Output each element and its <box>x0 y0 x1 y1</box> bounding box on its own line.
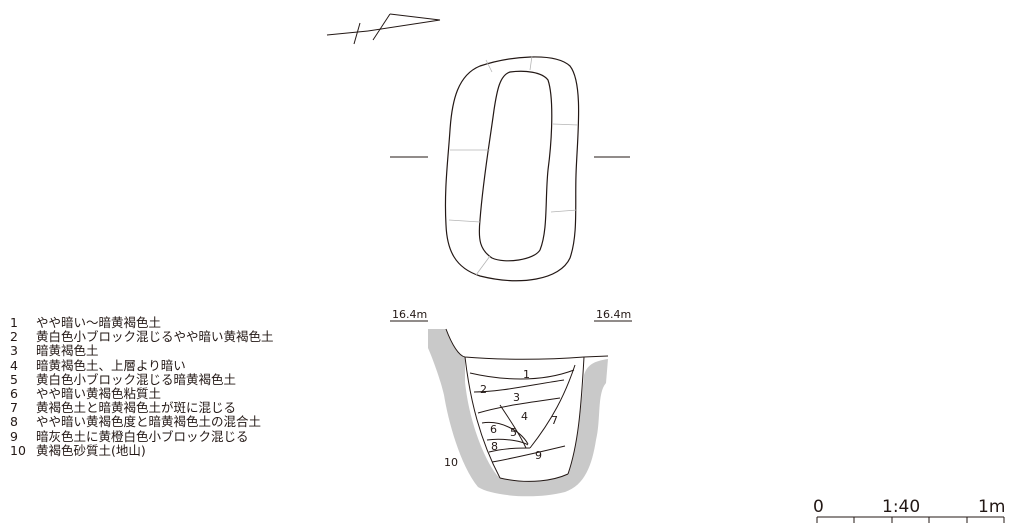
layer-label-8: 8 <box>491 440 498 453</box>
legend-text: 暗黄褐色土、上層より暗い <box>36 357 186 373</box>
scale-end-label: 1m <box>978 497 1005 517</box>
layer-label-7: 7 <box>551 414 558 427</box>
boundary-2 <box>473 379 565 393</box>
legend-text: 黄褐色砂質土(地山) <box>36 442 146 458</box>
legend-item: 4 暗黄褐色土、上層より暗い <box>10 357 274 373</box>
legend-text: 黄褐色土と暗黄褐色土が斑に混じる <box>36 400 237 416</box>
pit-profile <box>445 328 609 360</box>
legend-item: 5 黄白色小ブロック混じる暗黄褐色土 <box>10 371 274 387</box>
slope-hatching <box>448 55 579 276</box>
cross-section <box>390 320 632 497</box>
legend-text: やや暗い黄褐色粘質土 <box>36 386 162 402</box>
legend-number: 2 <box>10 329 18 345</box>
boundary-4 <box>481 421 529 445</box>
pit-bottom <box>499 473 569 482</box>
legend-number: 3 <box>10 343 18 359</box>
pit-wall-left <box>464 356 501 479</box>
elevation-label-left: 16.4m <box>392 308 427 321</box>
layer-label-3: 3 <box>513 391 520 404</box>
layer-label-4: 4 <box>521 410 528 423</box>
legend-number: 5 <box>10 371 18 387</box>
boundary-3 <box>477 397 561 414</box>
layer-label-1: 1 <box>523 368 530 381</box>
boundary-1 <box>469 369 575 380</box>
layer-label-9: 9 <box>535 449 542 462</box>
legend-item: 10 黄褐色砂質土(地山) <box>10 442 274 458</box>
legend-number: 1 <box>10 315 18 330</box>
legend-text: やや暗い黄褐色度と暗黄褐色土の混合土 <box>36 414 262 430</box>
legend-item: 3 暗黄褐色土 <box>10 344 274 358</box>
boundary-7 <box>529 364 576 449</box>
section-labels: 16.4m 16.4m 1 2 3 4 5 6 7 8 9 10 <box>392 308 631 469</box>
legend-text: 暗灰色土に黄橙白色小ブロック混じる <box>36 428 249 444</box>
legend-number: 7 <box>10 400 18 416</box>
north-arrow-icon <box>326 13 441 45</box>
legend-text: やや暗い〜暗黄褐色土 <box>36 315 162 330</box>
legend-item: 1 やや暗い〜暗黄褐色土 <box>10 315 274 330</box>
legend-number: 6 <box>10 386 18 402</box>
legend-number: 9 <box>10 428 18 444</box>
scale-ratio-label: 1:40 <box>882 497 920 517</box>
boundary-5 <box>499 404 527 449</box>
legend-number: 10 <box>10 442 26 458</box>
legend-item: 2 黄白色小ブロック混じるやや暗い黄褐色土 <box>10 330 274 344</box>
layer-label-5: 5 <box>510 426 517 439</box>
legend-number: 4 <box>10 357 18 373</box>
legend-text: 黄白色小ブロック混じるやや暗い黄褐色土 <box>36 329 274 345</box>
boundary-8 <box>488 447 531 453</box>
legend-item: 7 黄褐色土と暗黄褐色土が斑に混じる <box>10 401 274 415</box>
boundary-9 <box>491 445 566 463</box>
boundary-6 <box>486 438 529 446</box>
legend-text: 暗黄褐色土 <box>36 343 99 359</box>
layer-label-10: 10 <box>444 456 458 469</box>
layer-label-6: 6 <box>490 423 497 436</box>
legend-number: 8 <box>10 414 18 430</box>
pit-wall-right <box>567 356 585 475</box>
bedrock-layer-10 <box>428 329 608 497</box>
legend-item: 8 やや暗い黄褐色度と暗黄褐色土の混合土 <box>10 415 274 429</box>
legend-text: 黄白色小ブロック混じる暗黄褐色土 <box>36 371 237 387</box>
pit-outer-outline <box>444 56 580 282</box>
pit-inner-outline <box>478 70 553 262</box>
elevation-label-right: 16.4m <box>596 308 631 321</box>
plan-view <box>390 55 630 282</box>
scale-start-label: 0 <box>813 497 824 517</box>
layer-label-2: 2 <box>480 383 487 396</box>
legend-item: 9 暗灰色土に黄橙白色小ブロック混じる <box>10 428 274 444</box>
legend-item: 6 やや暗い黄褐色粘質土 <box>10 386 274 402</box>
scale-bar: 0 1:40 1m <box>813 497 1005 523</box>
